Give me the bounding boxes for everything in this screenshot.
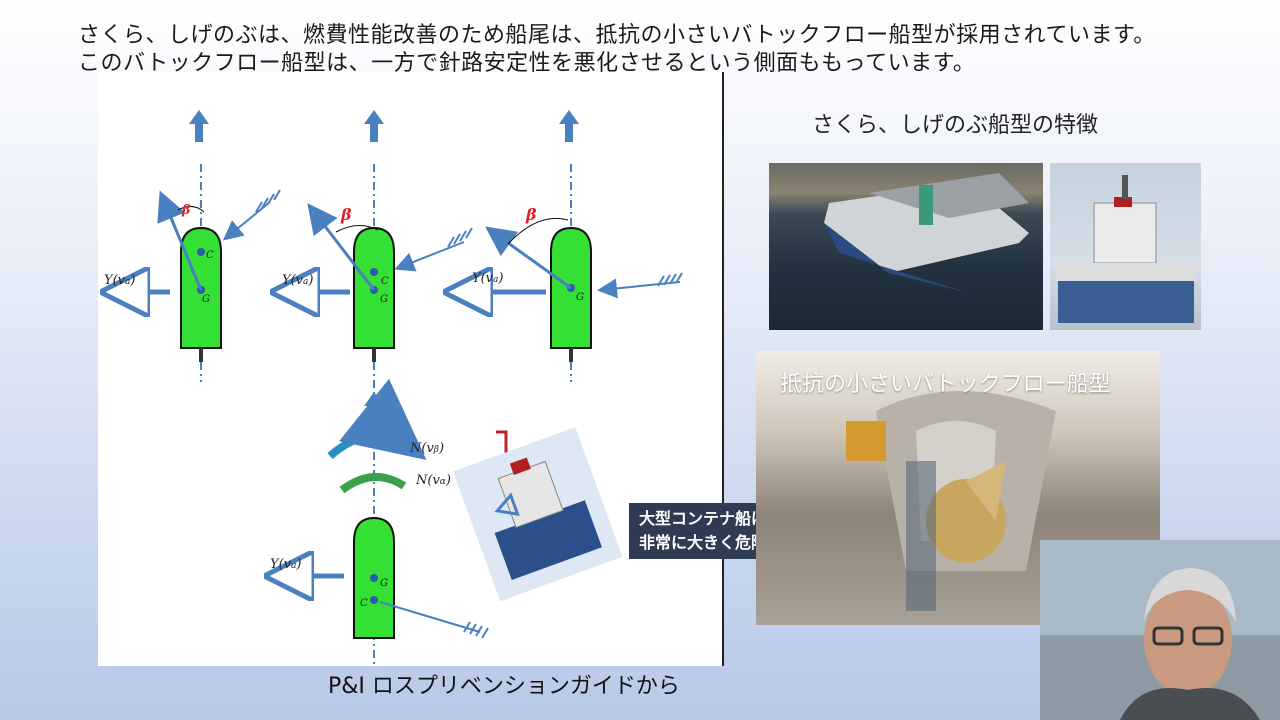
propeller-drawing — [846, 391, 1056, 611]
beta-label: β — [340, 205, 352, 224]
g-label: G — [576, 292, 584, 303]
stability-diagram: β β β C G C G G C G Y(va) Y(va) Y(va) Y(… — [98, 72, 812, 666]
hull-1 — [110, 189, 281, 362]
beta-label: β — [181, 203, 191, 218]
warning-line-2: 非常に大きく危険 — [639, 533, 768, 552]
intro-line-2: このバトックフロー船型は、一方で針路安定性を悪化させるという側面ももっています。 — [78, 51, 976, 76]
yaw-arc-alpha — [339, 472, 407, 494]
diagram-svg: β β β C G C G G C G Y(va) Y(va) Y(va) Y(… — [98, 110, 683, 666]
c-label: C — [206, 250, 214, 261]
presenter-webcam — [1040, 540, 1280, 720]
y-force-label: Y(va) — [270, 557, 301, 572]
photo-overlay-label: 抵抗の小さいバトックフロー船型 — [780, 372, 1111, 397]
warning-line-1: 大型コンテナ船は、 — [639, 509, 784, 528]
hull-3 — [453, 217, 683, 362]
right-section-title: さくら、しげのぶ船型の特徴 — [812, 113, 1099, 138]
figure-caption: P&I ロスプリベンションガイドから — [328, 674, 680, 699]
g-label: G — [380, 578, 388, 589]
propeller-photo — [756, 351, 1160, 625]
c-label: C — [360, 598, 368, 609]
beta-label: β — [525, 205, 537, 224]
heading-arrow — [189, 110, 209, 142]
y-force-label: Y(va) — [472, 271, 503, 286]
heading-arrow — [364, 110, 384, 142]
ship-stern-drawing — [1056, 175, 1196, 323]
g-label: G — [380, 294, 388, 305]
ship-photo-small — [453, 427, 623, 602]
n-alpha-label: N(vα) — [415, 473, 451, 488]
presenter-drawing — [1040, 540, 1280, 720]
aerial-ship-photo — [769, 163, 1043, 330]
yaw-arc-beta — [327, 378, 427, 460]
g-label: G — [202, 294, 210, 305]
intro-text: さくら、しげのぶは、燃費性能改善のため船尾は、抵抗の小さいバトックフロー船型が採… — [78, 22, 1156, 78]
intro-line-1: さくら、しげのぶは、燃費性能改善のため船尾は、抵抗の小さいバトックフロー船型が採… — [78, 23, 1156, 48]
hull-2 — [280, 203, 473, 362]
y-force-label: Y(va) — [104, 273, 135, 288]
c-label: C — [381, 276, 389, 287]
aerial-ship-drawing — [824, 173, 1029, 293]
y-force-label: Y(va) — [282, 273, 313, 288]
heading-arrow — [559, 110, 579, 142]
hull-4 — [274, 516, 489, 639]
ship-stern-photo — [1050, 163, 1201, 330]
n-beta-label: N(vβ) — [409, 441, 444, 456]
